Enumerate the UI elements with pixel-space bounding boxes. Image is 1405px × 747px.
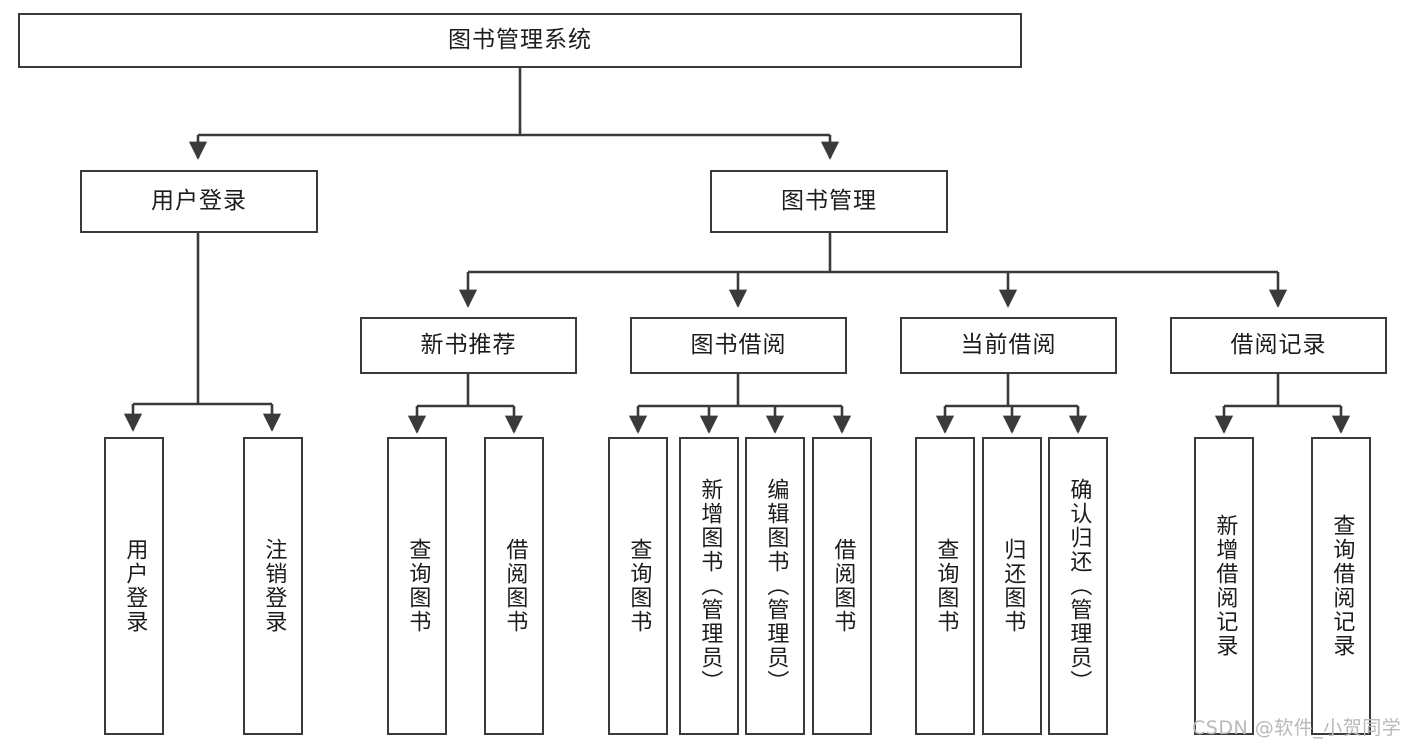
leaf-book-borrow-borrow-book[interactable]: 借阅图书 — [812, 437, 872, 735]
node-label: 当前借阅 — [960, 331, 1057, 358]
node-label: 图书借阅 — [690, 331, 787, 358]
leaf-new-book-borrow-book[interactable]: 借阅图书 — [484, 437, 544, 735]
node-user-login[interactable]: 用户登录 — [80, 170, 318, 233]
leaf-book-borrow-add-book[interactable]: 新增图书（管理员） — [679, 437, 739, 735]
node-label: 查询图书 — [933, 538, 959, 634]
leaf-borrow-record-add-record[interactable]: 新增借阅记录 — [1194, 437, 1254, 735]
node-borrow-record[interactable]: 借阅记录 — [1170, 317, 1387, 374]
leaf-new-book-query-book[interactable]: 查询图书 — [387, 437, 447, 735]
node-label: 编辑图书（管理员） — [763, 478, 789, 694]
node-book-borrow[interactable]: 图书借阅 — [630, 317, 847, 374]
node-label: 借阅图书 — [502, 538, 528, 634]
node-label: 确认归还（管理员） — [1066, 478, 1092, 694]
node-current-borrow[interactable]: 当前借阅 — [900, 317, 1117, 374]
node-label: 查询图书 — [405, 538, 431, 634]
node-label: 借阅图书 — [830, 538, 856, 634]
node-book-management[interactable]: 图书管理 — [710, 170, 948, 233]
node-label: 查询图书 — [626, 538, 652, 634]
leaf-book-borrow-edit-book[interactable]: 编辑图书（管理员） — [745, 437, 805, 735]
node-label: 注销登录 — [261, 538, 287, 634]
leaf-borrow-record-query-record[interactable]: 查询借阅记录 — [1311, 437, 1371, 735]
node-label: 新增借阅记录 — [1212, 514, 1238, 658]
node-label: 新增图书（管理员） — [697, 478, 723, 694]
node-new-book-recommend[interactable]: 新书推荐 — [360, 317, 577, 374]
node-label: 图书管理 — [781, 187, 877, 214]
node-label: 查询借阅记录 — [1329, 514, 1355, 658]
leaf-user-login-login[interactable]: 用户登录 — [104, 437, 164, 735]
node-label: 归还图书 — [1000, 538, 1026, 634]
leaf-current-borrow-query-book[interactable]: 查询图书 — [915, 437, 975, 735]
leaf-current-borrow-confirm-return[interactable]: 确认归还（管理员） — [1048, 437, 1108, 735]
leaf-book-borrow-query-book[interactable]: 查询图书 — [608, 437, 668, 735]
node-label: 图书管理系统 — [448, 26, 592, 53]
node-label: 用户登录 — [122, 538, 148, 634]
node-label: 借阅记录 — [1230, 331, 1327, 358]
leaf-current-borrow-return-book[interactable]: 归还图书 — [982, 437, 1042, 735]
node-label: 新书推荐 — [420, 331, 517, 358]
leaf-user-login-logout[interactable]: 注销登录 — [243, 437, 303, 735]
node-label: 用户登录 — [151, 187, 247, 214]
csdn-watermark: CSDN @软件_小贺同学 — [1192, 717, 1402, 739]
node-root-book-management-system[interactable]: 图书管理系统 — [18, 13, 1022, 68]
